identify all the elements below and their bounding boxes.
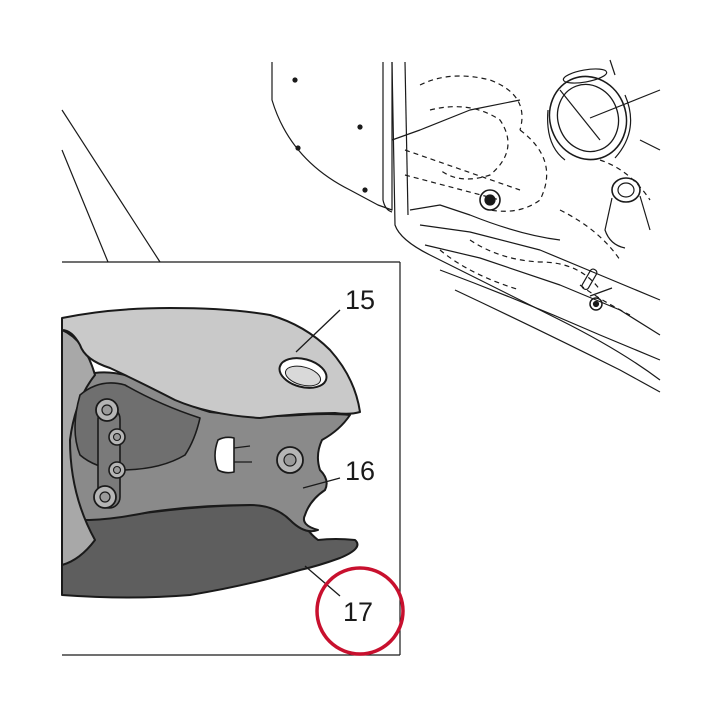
bolt [93, 485, 117, 509]
ring-fitting [547, 68, 661, 161]
callout-leaders [295, 309, 341, 597]
machine-overview [271, 59, 661, 393]
highlight-circle [315, 566, 405, 656]
small-fitting [479, 189, 501, 211]
leader-16 [302, 477, 341, 489]
housing-screw [362, 187, 368, 193]
housing-screw [292, 77, 298, 83]
bolt [108, 461, 126, 479]
slot-detail [581, 268, 598, 291]
callout-15: 15 [345, 285, 375, 315]
detail-leader-lines [61, 109, 161, 263]
middle-plate-shell [61, 329, 96, 566]
callout-17: 17 [343, 597, 373, 627]
plate-cutout [214, 436, 235, 474]
upper-plate-15 [61, 307, 361, 419]
detail-view [61, 307, 361, 599]
housing-left-panel [271, 62, 393, 211]
callout-16: 16 [345, 456, 375, 486]
lower-screw [589, 287, 613, 311]
bolt [108, 428, 126, 446]
bolt [95, 398, 119, 422]
housing-screw [357, 124, 363, 130]
leader-15 [295, 309, 341, 353]
round-port [604, 177, 651, 249]
housing-screw [295, 145, 301, 151]
detail-frame [62, 261, 401, 656]
leader-17 [304, 565, 341, 597]
bolt [276, 446, 304, 474]
hidden-lines [404, 75, 651, 316]
